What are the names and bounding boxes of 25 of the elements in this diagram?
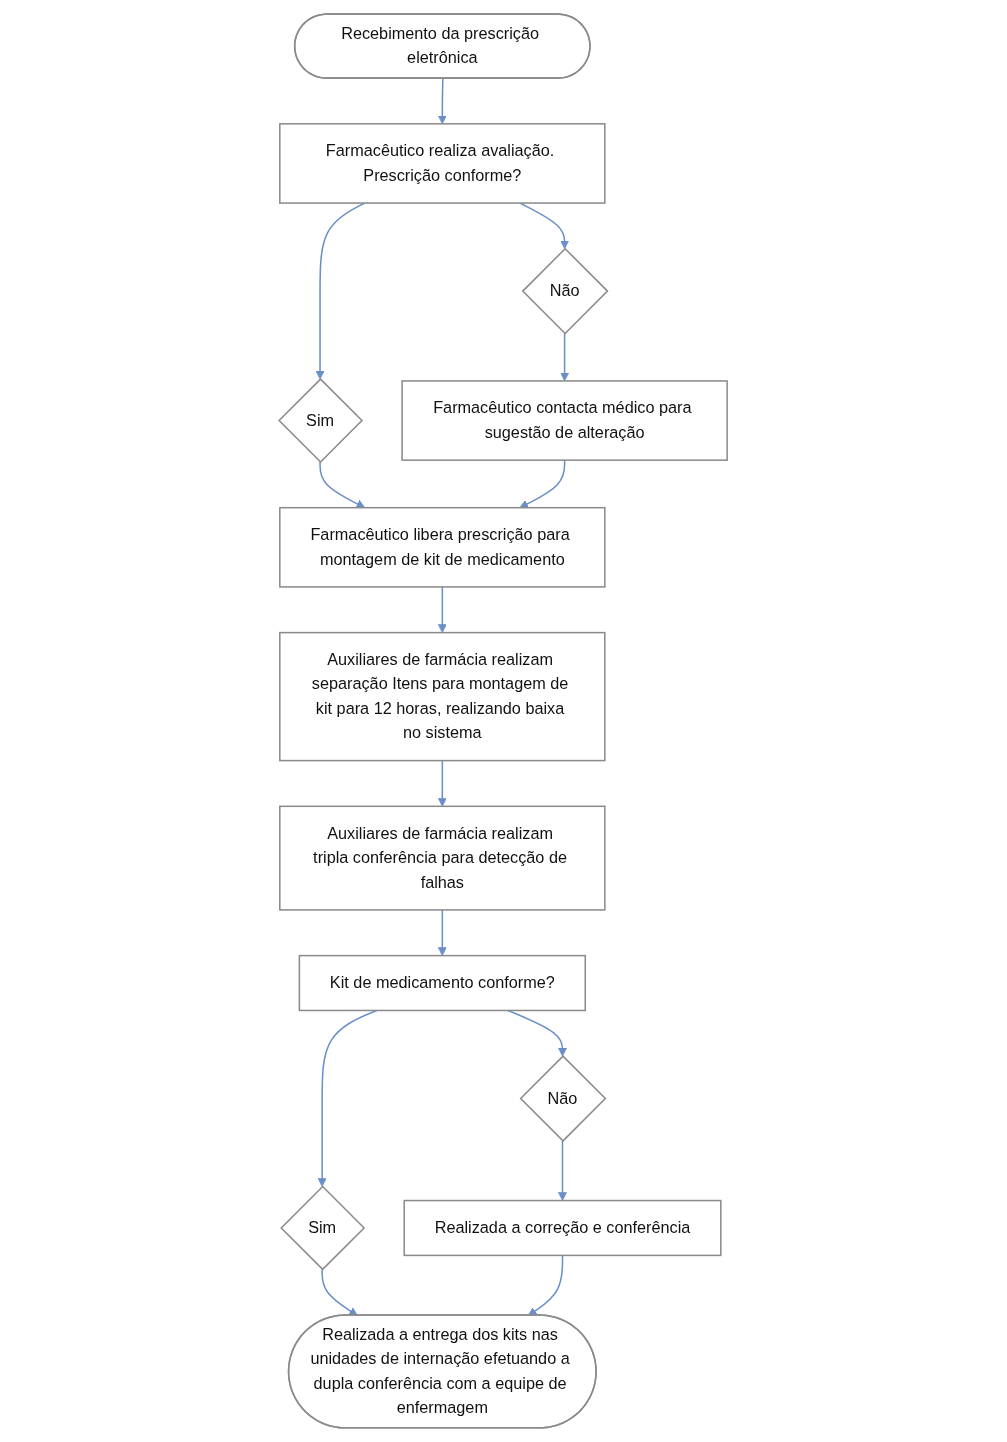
arrow bbox=[519, 459, 566, 509]
node-box: Auxiliares de farmácia realizam tripla conferência para detecção de falhas bbox=[279, 805, 606, 911]
arrow bbox=[319, 461, 366, 509]
arrow bbox=[438, 909, 448, 957]
arrow bbox=[560, 332, 570, 382]
arrow bbox=[528, 1254, 564, 1317]
arrow bbox=[315, 202, 366, 380]
arrow bbox=[438, 77, 448, 125]
node-diamond: Não bbox=[522, 247, 609, 335]
node-box: Farmacêutico contacta médico para sugestão de alteração bbox=[401, 380, 729, 461]
node-diamond: Sim bbox=[278, 378, 364, 464]
arrow bbox=[318, 1009, 378, 1187]
node-box: Auxiliares de farmácia realizam separação Itens para montagem de kit para 12 horas, realizando baixa no sistema bbox=[279, 631, 606, 762]
arrow bbox=[558, 1140, 568, 1201]
node-box: Farmacêutico realiza avaliação. Prescrição conforme? bbox=[279, 123, 606, 204]
arrow bbox=[519, 202, 570, 250]
node-diamond: Sim bbox=[280, 1185, 366, 1271]
arrow bbox=[507, 1009, 568, 1057]
node-box: Farmacêutico libera prescrição para montagem de kit de medicamento bbox=[279, 506, 606, 588]
arrow bbox=[321, 1268, 359, 1317]
node-box: Realizada a correção e conferência bbox=[403, 1199, 722, 1257]
arrow bbox=[438, 759, 448, 807]
arrow bbox=[438, 586, 448, 634]
node-box: Kit de medicamento conforme? bbox=[299, 954, 587, 1012]
node-diamond: Não bbox=[519, 1055, 607, 1142]
